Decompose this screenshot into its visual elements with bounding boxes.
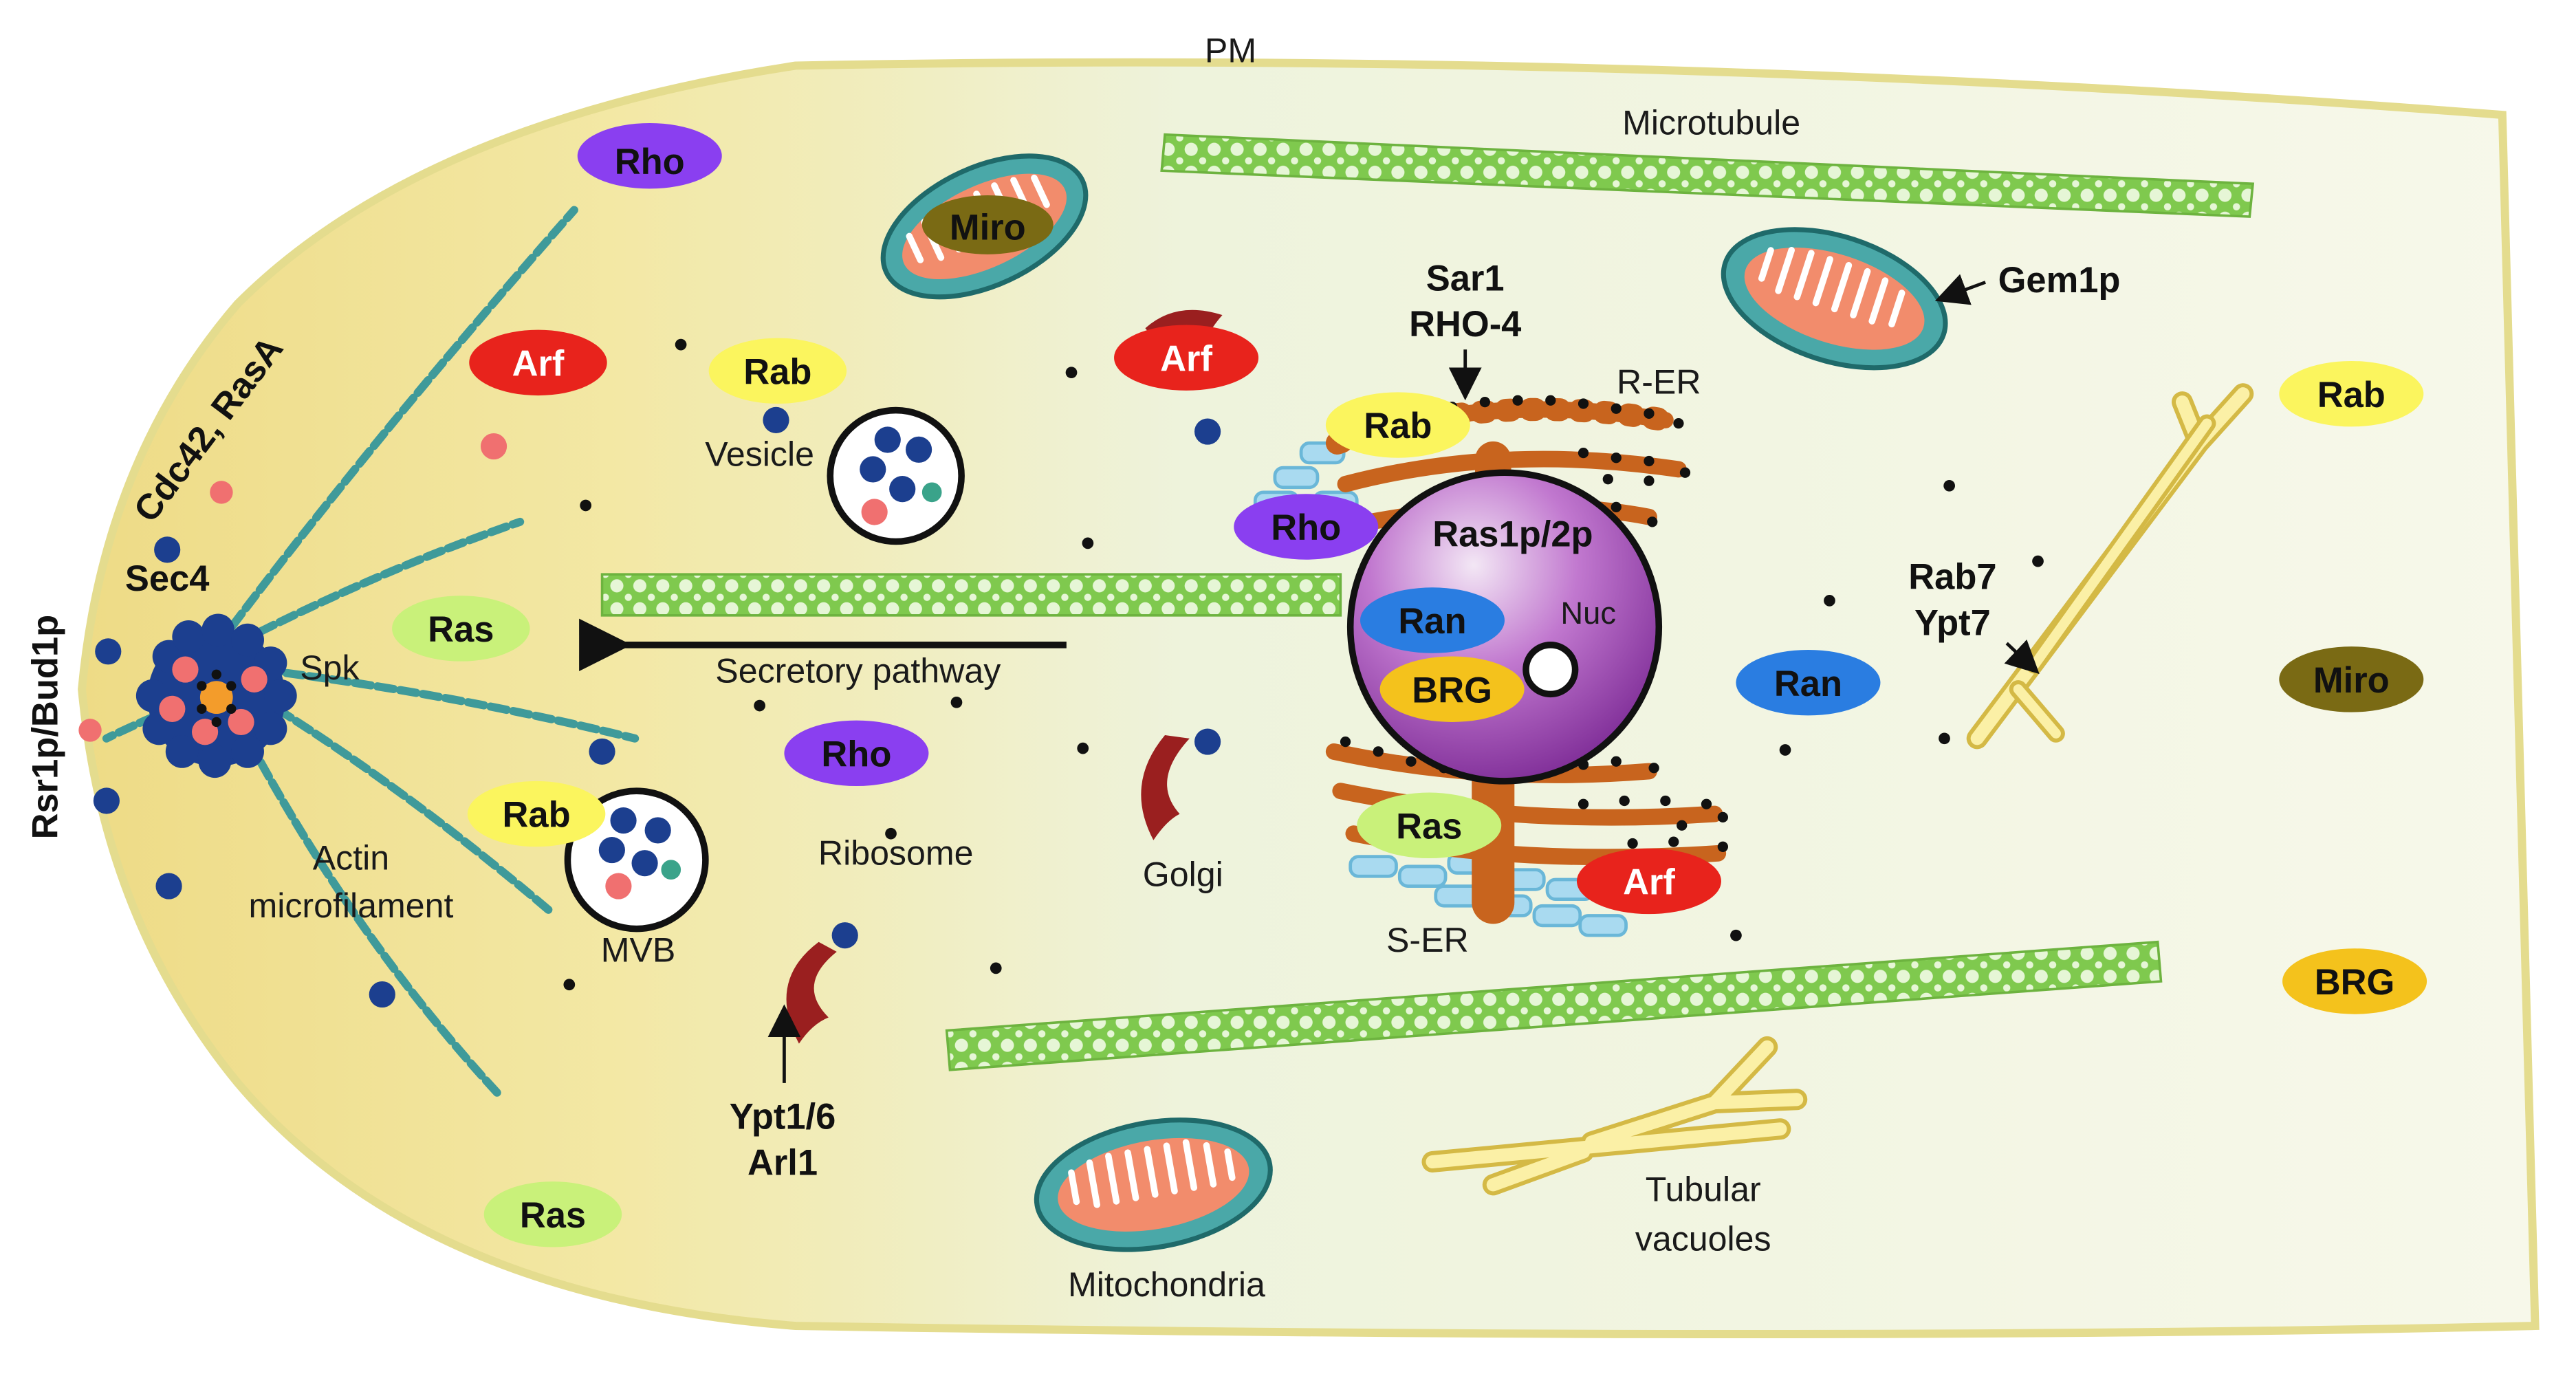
gem1p-arrow [1934, 274, 1986, 305]
rab-pill-vesicle: Rab [708, 338, 847, 404]
sec4-label: Sec4 [125, 558, 210, 599]
ran-pill-cytoplasm: Ran [1736, 649, 1881, 716]
svg-text:Rab: Rab [503, 795, 571, 836]
svg-text:Ran: Ran [1774, 664, 1842, 704]
microtubule-label: Microtubule [1622, 104, 1800, 142]
brg-pill-legend: BRG [2282, 948, 2427, 1014]
miro-pill-legend: Miro [2279, 646, 2424, 712]
svg-text:Miro: Miro [950, 207, 1026, 248]
svg-text:Ras: Ras [428, 609, 494, 650]
arl1-label: Arl1 [747, 1143, 818, 1184]
ras-pill-left: Ras [392, 596, 530, 662]
rab7-arrow [2004, 640, 2040, 675]
svg-text:Arf: Arf [1160, 338, 1212, 379]
rab-pill-er: Rab [1325, 392, 1470, 458]
golgi-center [1141, 735, 1190, 840]
spitzenkorper [135, 613, 297, 778]
labels: PM Microtubule Vesicle Spk Secretory pat… [248, 32, 1800, 1304]
secretory-pathway-label: Secretory pathway [715, 652, 1001, 690]
secretory-vesicles [93, 406, 1221, 1008]
ribosome-dots [563, 338, 2044, 991]
nucleolus [1522, 642, 1579, 698]
rho4-label: RHO-4 [1409, 304, 1521, 345]
rab-pill-legend: Rab [2279, 360, 2424, 427]
svg-text:Rho: Rho [615, 142, 685, 182]
microfilament-label: microfilament [248, 886, 453, 925]
mvb [564, 787, 709, 933]
rho-pill-er: Rho [1234, 494, 1379, 560]
rho-pill-top: Rho [577, 122, 722, 189]
svg-text:Miro: Miro [2313, 660, 2390, 701]
svg-text:Ras: Ras [1396, 806, 1462, 847]
miro-pill-mito: Miro [921, 195, 1054, 254]
mitochondrion-right [1721, 227, 1948, 371]
microtubule-middle [600, 573, 1342, 617]
svg-text:Ran: Ran [1398, 601, 1466, 642]
ypt7-label: Ypt7 [1914, 602, 1991, 643]
vesicle [827, 406, 965, 545]
brg-pill-nucleus: BRG [1379, 656, 1525, 722]
tubular-vacuole-bottom [1421, 1036, 1808, 1196]
svg-text:Rab: Rab [2317, 375, 2386, 415]
svg-text:Rab: Rab [743, 351, 811, 392]
sar1-label: Sar1 [1426, 258, 1505, 298]
svg-text:BRG: BRG [1412, 670, 1492, 710]
rer-label: R-ER [1617, 363, 1701, 402]
rab7-label: Rab7 [1908, 557, 1996, 598]
pink-vesicles [78, 433, 507, 742]
arf-pill-left: Arf [469, 329, 607, 396]
pm-label: PM [1205, 32, 1256, 70]
svg-text:Arf: Arf [1623, 862, 1675, 903]
svg-text:Arf: Arf [512, 343, 565, 384]
gtpase-pills: Rho Miro Arf Rab Arf Rab Rho Ras Ran BRG… [392, 122, 2427, 1247]
arf-pill-golgi: Arf [1114, 325, 1259, 391]
svg-text:BRG: BRG [2315, 962, 2395, 1003]
vacuoles-label: vacuoles [1635, 1219, 1771, 1258]
plasma-membrane [78, 58, 2540, 1338]
ribosome-label: Ribosome [818, 834, 974, 873]
nuc-label: Nuc [1560, 596, 1616, 631]
mitochondria-label: Mitochondria [1068, 1265, 1265, 1304]
spk-label: Spk [300, 648, 360, 687]
actin-label: Actin [313, 839, 389, 877]
svg-text:Rho: Rho [1271, 508, 1341, 548]
gem1p-label: Gem1p [1998, 260, 2121, 301]
ypt16-label: Ypt1/6 [730, 1097, 836, 1137]
tubular-label: Tubular [1646, 1170, 1761, 1209]
arf-pill-er: Arf [1576, 848, 1721, 915]
ran-pill-nucleus: Ran [1360, 587, 1505, 653]
rsr1-label: Rsr1p/Bud1p [25, 615, 65, 840]
microtubule-top [1160, 133, 2255, 218]
svg-text:Ras: Ras [520, 1195, 586, 1236]
rho-pill-center: Rho [784, 720, 929, 787]
tubular-vacuole-right [1966, 383, 2254, 750]
vesicle-label: Vesicle [705, 435, 814, 474]
ras12-label: Ras1p/2p [1432, 514, 1593, 555]
ras-pill-er: Ras [1357, 792, 1502, 859]
svg-text:Rho: Rho [821, 734, 891, 774]
golgi-label: Golgi [1143, 855, 1223, 894]
microtubules [600, 133, 2255, 1071]
svg-text:Rab: Rab [1364, 406, 1432, 446]
ras-pill-bottom: Ras [483, 1181, 622, 1247]
ser-label: S-ER [1386, 921, 1469, 959]
rab-pill-mvb: Rab [467, 781, 606, 847]
mvb-label: MVB [601, 930, 676, 969]
mitochondrion-bottom [1034, 1117, 1273, 1252]
microtubule-bottom [945, 940, 2163, 1071]
